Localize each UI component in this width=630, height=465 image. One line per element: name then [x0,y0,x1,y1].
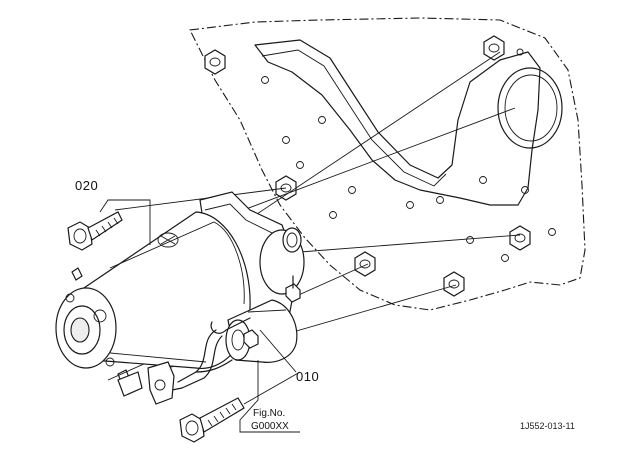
callout-010: 010 [296,369,320,384]
drawing-code: 1J552-013-11 [520,421,575,431]
nut [443,271,465,297]
terminal [243,329,259,349]
callout-020: 020 [75,178,99,193]
fig-ref-code: G000XX [251,421,289,432]
nut [354,251,376,277]
flywheel-housing [189,17,586,311]
fig-ref-label: Fig.No. [253,408,286,419]
nut [509,225,531,251]
housing-nuts [204,35,531,297]
nut [483,35,505,61]
nut [204,49,226,75]
starter-motor [55,191,305,405]
leader-lines [99,199,300,433]
terminal [285,275,301,303]
bolt-lower [179,371,301,443]
bolt-020 [67,211,123,251]
